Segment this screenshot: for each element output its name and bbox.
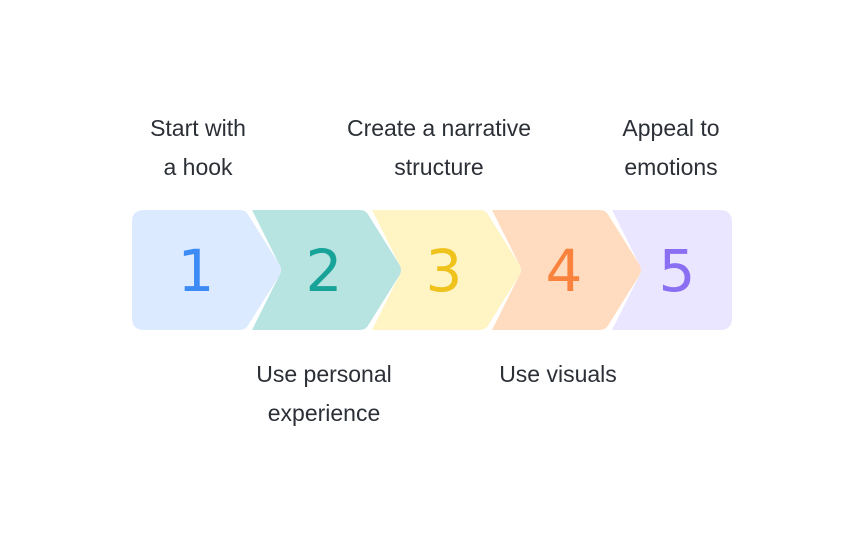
step-4-number: 4 xyxy=(546,237,583,305)
step-1: 1 xyxy=(132,210,281,330)
step-2-label: Use personal experience xyxy=(238,355,410,433)
step-2-number: 2 xyxy=(306,237,343,305)
step-2-label-line-2: experience xyxy=(267,400,381,426)
step-1-label-line-2: a hook xyxy=(163,154,233,180)
step-5-label-line-1: Appeal to xyxy=(622,115,720,141)
step-2-chevron xyxy=(252,210,401,330)
step-2-label-line-1: Use personal xyxy=(256,361,392,387)
step-3-label-line-1: Create a narrative xyxy=(346,115,532,141)
step-3: 3 xyxy=(372,210,521,330)
step-3-label: Create a narrative structure xyxy=(328,109,550,187)
step-4-chevron xyxy=(492,210,641,330)
step-1-label-line-1: Start with xyxy=(150,115,246,141)
step-4: 4 xyxy=(492,210,641,330)
step-1-chevron xyxy=(132,210,281,330)
step-3-label-line-2: structure xyxy=(394,154,484,180)
step-5-label-line-2: emotions xyxy=(624,154,718,180)
step-5: 5 xyxy=(612,210,732,330)
step-2: 2 xyxy=(252,210,401,330)
step-1-label: Start with a hook xyxy=(128,109,268,187)
step-5-chevron xyxy=(612,210,732,330)
step-4-label-line-1: Use visuals xyxy=(499,361,617,387)
step-4-label: Use visuals xyxy=(478,355,638,394)
step-3-number: 3 xyxy=(426,237,463,305)
step-1-number: 1 xyxy=(178,237,215,305)
step-5-number: 5 xyxy=(659,237,696,305)
step-3-chevron xyxy=(372,210,521,330)
step-5-label: Appeal to emotions xyxy=(600,109,742,187)
